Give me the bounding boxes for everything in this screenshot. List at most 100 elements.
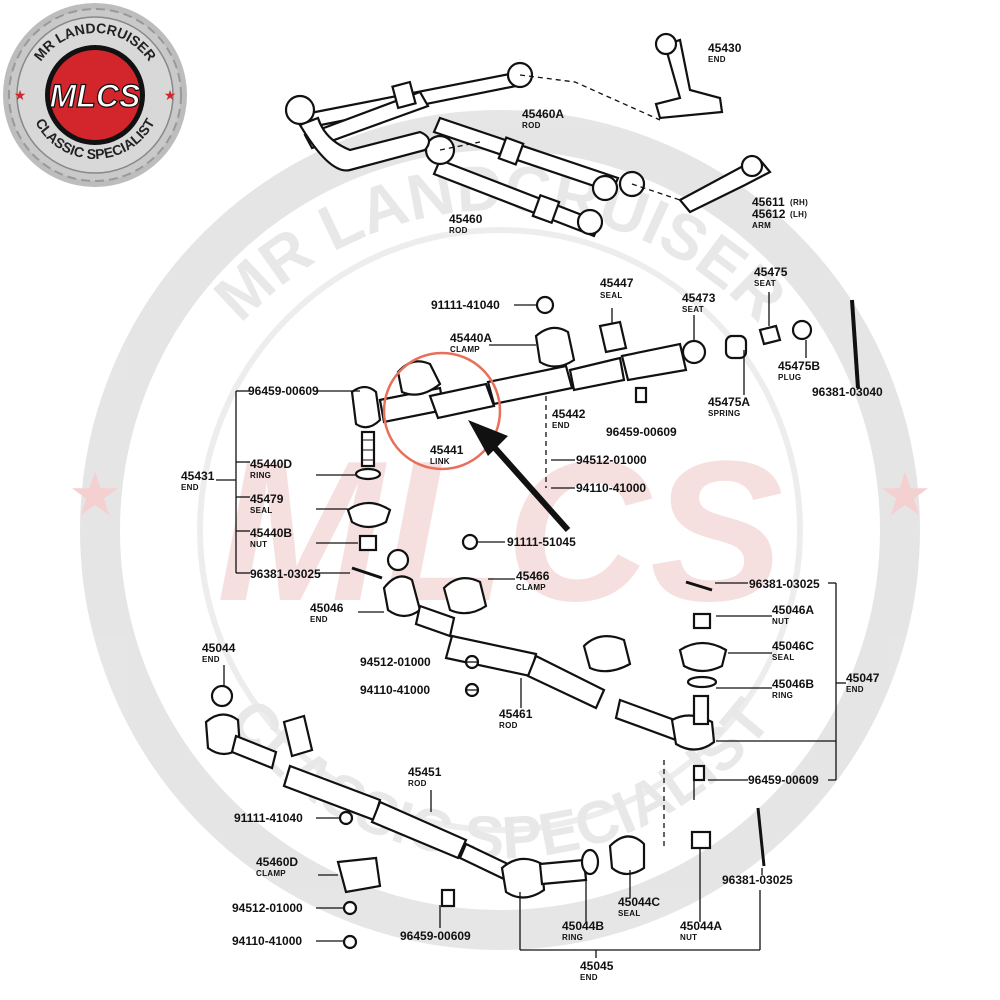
svg-text:94512-01000: 94512-01000 (576, 453, 647, 467)
svg-text:45046B: 45046B (772, 677, 814, 691)
svg-text:45479: 45479 (250, 492, 284, 506)
svg-text:45466: 45466 (516, 569, 550, 583)
svg-text:NUT: NUT (250, 540, 267, 549)
svg-text:RING: RING (772, 691, 793, 700)
svg-text:SEAL: SEAL (618, 909, 641, 918)
svg-text:96459-00609: 96459-00609 (748, 773, 819, 787)
label-96459-00609a: 96459-00609 (248, 384, 319, 398)
svg-text:45475B: 45475B (778, 359, 820, 373)
highlight-arrow-head (468, 420, 508, 456)
svg-text:CLAMP: CLAMP (450, 345, 480, 354)
svg-text:CLAMP: CLAMP (516, 583, 546, 592)
svg-text:SEAL: SEAL (250, 506, 273, 515)
svg-text:END: END (580, 973, 598, 982)
highlight-circle (382, 351, 502, 471)
svg-text:END: END (708, 55, 726, 64)
svg-text:SPRING: SPRING (708, 409, 740, 418)
label-91111-41040b: 91111-41040 (234, 811, 303, 825)
svg-text:45612: 45612 (752, 207, 786, 221)
svg-text:★: ★ (164, 87, 177, 103)
svg-text:PLUG: PLUG (778, 373, 801, 382)
svg-text:96459-00609: 96459-00609 (248, 384, 319, 398)
svg-text:END: END (846, 685, 864, 694)
svg-text:SEAL: SEAL (600, 291, 623, 300)
svg-text:96381-03040: 96381-03040 (812, 385, 883, 399)
logo-badge: MR LANDCRUISER CLASSIC SPECIALIST MLCS ★… (3, 3, 187, 187)
svg-text:45611: 45611 (752, 195, 785, 209)
label-94512-01000c: 94512-01000 (232, 901, 303, 915)
svg-text:ROD: ROD (522, 121, 541, 130)
end-45442 (486, 364, 574, 406)
rod-45461-b (526, 654, 606, 710)
svg-text:45044C: 45044C (618, 895, 660, 909)
label-96459-00609c: 96459-00609 (748, 773, 819, 787)
label-45611: 45611(RH) (752, 195, 808, 209)
clamp-45440a (534, 326, 576, 368)
label-94110-41000c: 94110-41000 (232, 934, 302, 948)
svg-text:45460A: 45460A (522, 107, 564, 121)
svg-text:45431: 45431 (181, 469, 215, 483)
svg-text:★: ★ (878, 461, 932, 528)
svg-text:45046: 45046 (310, 601, 344, 615)
nut-91111-41040a (535, 295, 555, 315)
svg-text:CLAMP: CLAMP (256, 869, 286, 878)
exploded-parts (204, 295, 860, 950)
svg-text:45442: 45442 (552, 407, 586, 421)
svg-text:45473: 45473 (682, 291, 716, 305)
svg-text:45047: 45047 (846, 671, 880, 685)
svg-text:★: ★ (14, 87, 27, 103)
svg-text:LINK: LINK (430, 457, 450, 466)
seat-45475 (758, 324, 782, 346)
svg-text:45045: 45045 (580, 959, 614, 973)
svg-text:96381-03025: 96381-03025 (749, 577, 820, 591)
label-94110-41000b: 94110-41000 (360, 683, 430, 697)
svg-text:RING: RING (562, 933, 583, 942)
svg-text:94110-41000: 94110-41000 (360, 683, 430, 697)
svg-text:(LH): (LH) (790, 210, 807, 219)
svg-text:ROD: ROD (499, 721, 518, 730)
label-91111-41040a: 91111-41040 (431, 298, 500, 312)
label-45612: 45612(LH)ARM (752, 207, 807, 230)
svg-text:91111-51045: 91111-51045 (507, 535, 576, 549)
label-91111-51045: 91111-51045 (507, 535, 576, 549)
label-96381-03025c: 96381-03025 (722, 873, 793, 887)
label-94110-41000a: 94110-41000 (576, 481, 646, 495)
svg-text:END: END (202, 655, 220, 664)
svg-text:45475A: 45475A (708, 395, 750, 409)
svg-text:45460D: 45460D (256, 855, 298, 869)
svg-text:94110-41000: 94110-41000 (576, 481, 646, 495)
svg-text:45430: 45430 (708, 41, 742, 55)
svg-text:END: END (310, 615, 328, 624)
svg-text:91111-41040: 91111-41040 (431, 298, 500, 312)
svg-text:NUT: NUT (680, 933, 697, 942)
svg-text:45441: 45441 (430, 443, 464, 457)
seat-45473 (681, 339, 707, 365)
svg-text:RING: RING (250, 471, 271, 480)
svg-text:94512-01000: 94512-01000 (232, 901, 303, 915)
svg-text:96381-03025: 96381-03025 (250, 567, 321, 581)
svg-text:94110-41000: 94110-41000 (232, 934, 302, 948)
svg-text:45475: 45475 (754, 265, 788, 279)
svg-text:45461: 45461 (499, 707, 533, 721)
svg-text:45440A: 45440A (450, 331, 492, 345)
svg-text:NUT: NUT (772, 617, 789, 626)
svg-text:45046A: 45046A (772, 603, 814, 617)
svg-text:45044B: 45044B (562, 919, 604, 933)
